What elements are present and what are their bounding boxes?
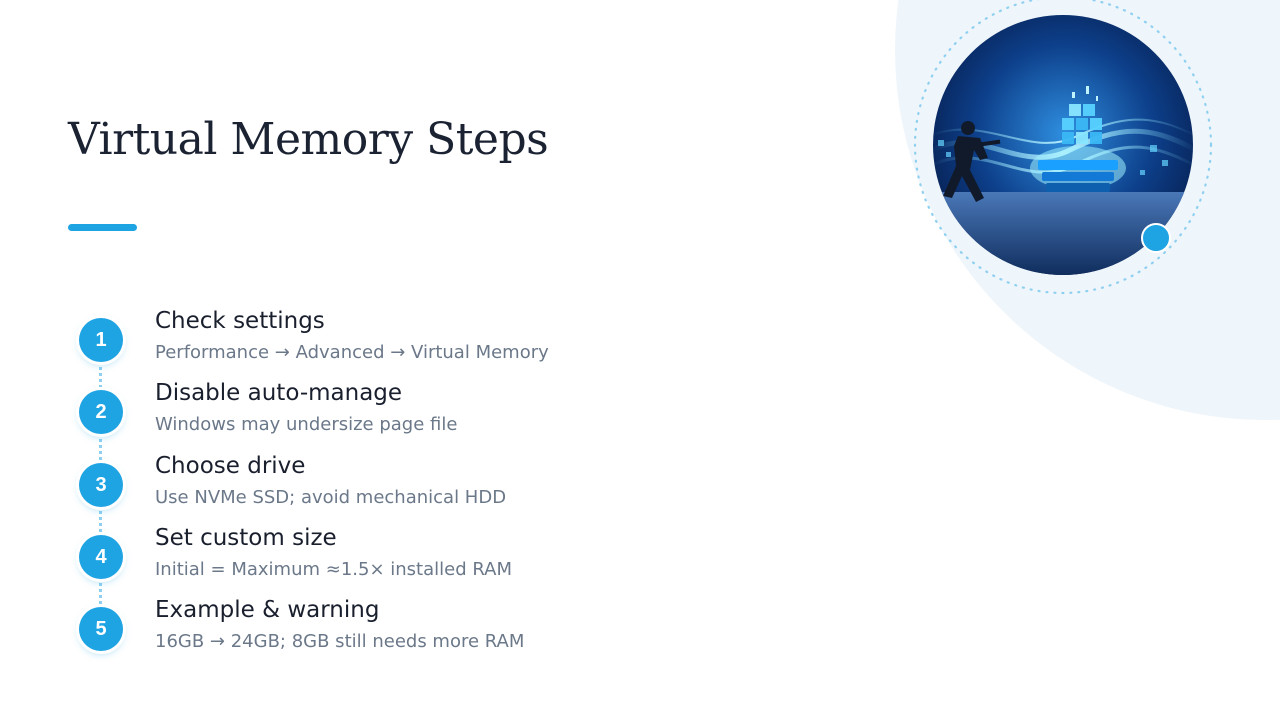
- hero-image: [933, 15, 1193, 275]
- step-description: Use NVMe SSD; avoid mechanical HDD: [155, 487, 507, 508]
- step-item: 4 Set custom size Initial = Maximum ≈1.5…: [0, 525, 700, 597]
- step-item: 5 Example & warning 16GB → 24GB; 8GB sti…: [0, 597, 700, 669]
- title-underline: [68, 224, 137, 231]
- orbit-ring: [913, 0, 1213, 295]
- step-title: Example & warning: [155, 597, 380, 623]
- step-number-badge: 2: [79, 390, 123, 434]
- steps-list: 1 Check settings Performance → Advanced …: [0, 308, 700, 669]
- step-number-badge: 1: [79, 318, 123, 362]
- step-number-badge: 5: [79, 607, 123, 651]
- step-item: 2 Disable auto-manage Windows may unders…: [0, 380, 700, 452]
- step-description: Windows may undersize page file: [155, 414, 458, 435]
- step-description: 16GB → 24GB; 8GB still needs more RAM: [155, 631, 525, 652]
- step-title: Check settings: [155, 308, 325, 334]
- step-item: 1 Check settings Performance → Advanced …: [0, 308, 700, 380]
- step-title: Choose drive: [155, 453, 306, 479]
- step-description: Performance → Advanced → Virtual Memory: [155, 342, 549, 363]
- orbit-dot: [1141, 223, 1171, 253]
- step-description: Initial = Maximum ≈1.5× installed RAM: [155, 559, 512, 580]
- slide-title: Virtual Memory Steps: [68, 114, 549, 165]
- step-item: 3 Choose drive Use NVMe SSD; avoid mecha…: [0, 453, 700, 525]
- step-number-badge: 3: [79, 463, 123, 507]
- step-number-badge: 4: [79, 535, 123, 579]
- step-title: Disable auto-manage: [155, 380, 403, 406]
- step-title: Set custom size: [155, 525, 337, 551]
